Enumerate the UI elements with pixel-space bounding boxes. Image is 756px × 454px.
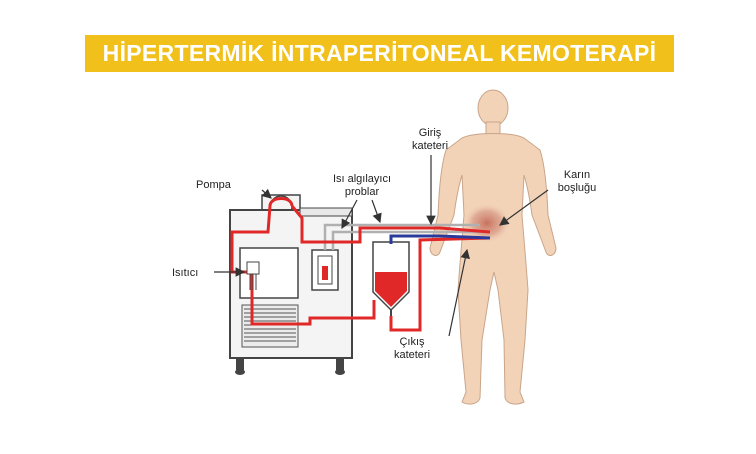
label-probes-line2: problar — [345, 186, 380, 198]
label-inflow-line2: kateteri — [412, 140, 448, 152]
page-title: HİPERTERMİK İNTRAPERİTONEAL KEMOTERAPİ — [102, 40, 657, 66]
label-cavity-line1: Karın — [564, 169, 590, 181]
probe-arrow-2 — [371, 199, 382, 224]
label-outflow-line2: kateteri — [394, 349, 430, 361]
probe-arrow-1 — [341, 199, 358, 230]
label-probes-line1: Isı algılayıcı — [333, 173, 391, 185]
perfusion-machine — [229, 194, 353, 375]
vent-grill — [241, 304, 299, 348]
label-heater: Isıtıcı — [172, 267, 198, 279]
label-inflow-line1: Giriş — [419, 127, 442, 139]
label-outflow-line1: Çıkış — [399, 336, 425, 348]
label-cavity-line2: boşluğu — [558, 182, 597, 194]
cavity-arrow — [499, 189, 549, 226]
inflow-catheter — [389, 234, 491, 244]
label-pump: Pompa — [196, 179, 232, 191]
pump-arrow — [261, 188, 272, 199]
reservoir — [372, 241, 410, 316]
human-body — [429, 89, 557, 405]
heater-element — [246, 261, 260, 290]
temperature-probe-lines — [323, 223, 485, 250]
title-banner: HİPERTERMİK İNTRAPERİTONEAL KEMOTERAPİ — [85, 35, 674, 72]
outflow-arrow — [448, 248, 470, 337]
annotation-arrows — [214, 155, 549, 337]
